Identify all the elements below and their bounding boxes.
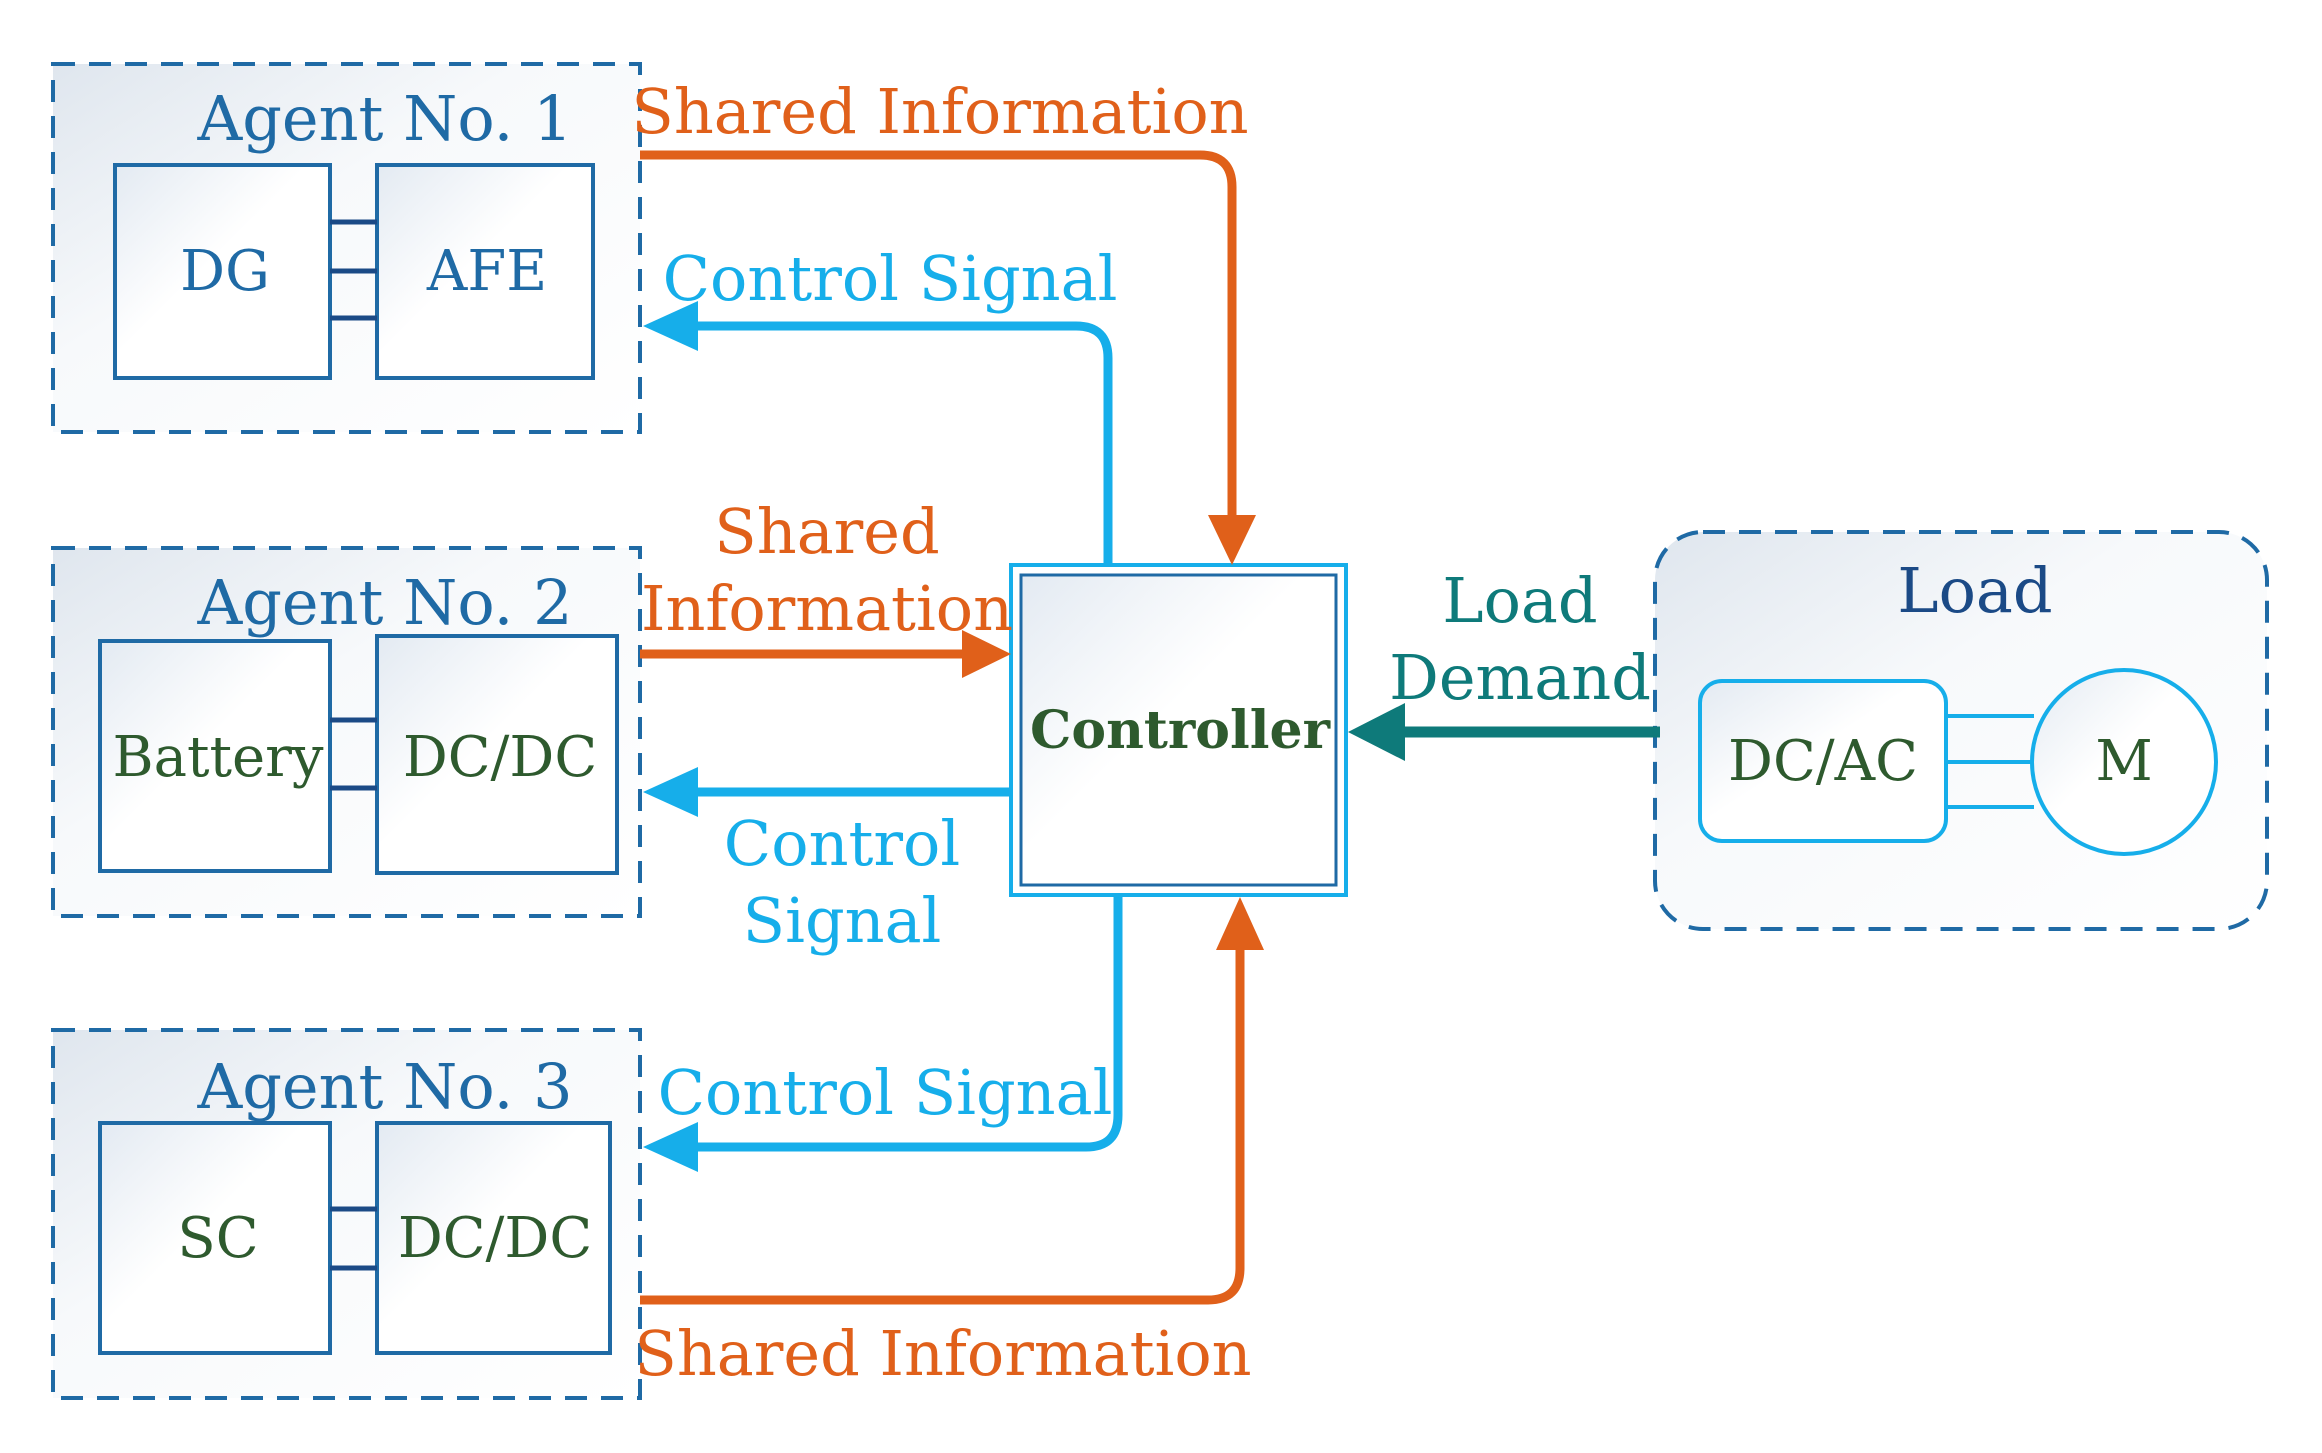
control-signal-2-label-line1: Control bbox=[724, 807, 960, 880]
shared-info-3-arrowhead bbox=[1216, 897, 1264, 950]
controller-block bbox=[1019, 573, 1338, 887]
dcdc-block-agent-3 bbox=[375, 1121, 612, 1355]
control-signal-3-label: Control Signal bbox=[658, 1056, 1113, 1129]
control-signal-1-line bbox=[690, 321, 1113, 565]
shared-info-2-arrowhead bbox=[962, 630, 1011, 678]
dcdc-label-agent-3: DC/DC bbox=[398, 1206, 592, 1271]
sc-label: SC bbox=[177, 1206, 258, 1271]
dcdc-block-agent-2 bbox=[375, 634, 619, 875]
battery-block bbox=[98, 639, 332, 873]
control-signal-3-line bbox=[690, 895, 1123, 1152]
shared-info-3-label: Shared Information bbox=[634, 1317, 1251, 1390]
shared-info-1-arrowhead bbox=[1208, 515, 1256, 565]
battery-label: Battery bbox=[112, 725, 323, 790]
agent-2-group: Agent No. 2 Battery DC/DC bbox=[51, 546, 642, 918]
agent-1-group: Agent No. 1 DG AFE bbox=[51, 62, 642, 434]
agent-2-title: Agent No. 2 bbox=[196, 566, 572, 639]
motor-circle bbox=[2030, 668, 2218, 856]
sc-block bbox=[98, 1121, 332, 1355]
controller-label: Controller bbox=[1030, 700, 1331, 761]
shared-info-3-line bbox=[640, 945, 1245, 1305]
dg-label: DG bbox=[180, 239, 270, 304]
control-signal-2-label-line2: Signal bbox=[743, 884, 942, 957]
load-demand-label-line1: Load bbox=[1442, 564, 1597, 637]
load-group: Load DC/AC M bbox=[1653, 530, 2269, 931]
agent-3-title: Agent No. 3 bbox=[196, 1050, 572, 1123]
control-signal-1-label: Control Signal bbox=[663, 242, 1118, 315]
shared-info-1-line bbox=[640, 150, 1237, 522]
load-demand-label-line2: Demand bbox=[1389, 641, 1651, 714]
dcac-label: DC/AC bbox=[1728, 729, 1918, 794]
motor-label: M bbox=[2095, 729, 2152, 794]
control-signal-2-arrowhead bbox=[643, 767, 698, 817]
controller-block-outer bbox=[1009, 563, 1348, 897]
dcdc-label-agent-2: DC/DC bbox=[403, 725, 597, 790]
shared-info-2-label-line2: Information bbox=[641, 572, 1013, 645]
agent-3-group: Agent No. 3 SC DC/DC bbox=[51, 1028, 642, 1400]
control-signal-1-arrowhead bbox=[643, 301, 698, 351]
shared-info-1-label: Shared Information bbox=[631, 75, 1248, 148]
load-demand-arrowhead bbox=[1348, 703, 1405, 761]
dg-block bbox=[113, 163, 332, 380]
agent-1-title: Agent No. 1 bbox=[196, 82, 572, 155]
afe-label: AFE bbox=[426, 239, 547, 304]
load-title: Load bbox=[1897, 554, 2052, 627]
shared-info-2-label-line1: Shared bbox=[714, 495, 939, 568]
controller-group: Controller bbox=[1009, 563, 1348, 897]
control-signal-3-arrowhead bbox=[643, 1122, 698, 1172]
